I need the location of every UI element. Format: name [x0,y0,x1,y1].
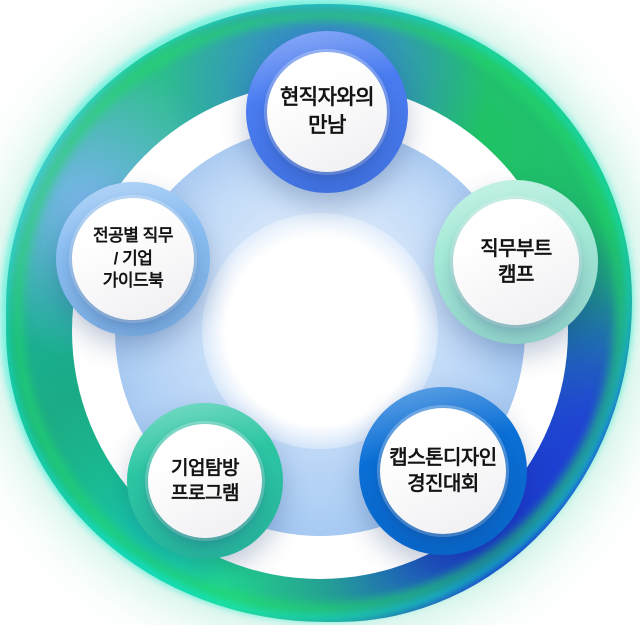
node-label-line: / 기업 [113,248,153,268]
node-major-job-company-guidebook: 전공별 직무 / 기업 가이드북 [56,182,210,336]
node-label-line: 경진대회 [407,473,479,495]
node-ring: 현직자와의 만남 [246,31,408,193]
node-ring: 직무부트 캠프 [434,180,598,344]
green-rim-ring [13,11,625,613]
node-ring: 캡스톤디자인 경진대회 [359,387,527,555]
node-face: 전공별 직무 / 기업 가이드북 [72,198,194,320]
node-face: 현직자와의 만남 [267,52,387,172]
node-label-line: 만남 [308,114,346,137]
node-label: 기업탐방 프로그램 [148,456,262,506]
node-company-tour-program: 기업탐방 프로그램 [127,403,283,559]
node-label-line: 전공별 직무 [93,226,173,246]
node-face: 기업탐방 프로그램 [148,424,262,538]
node-label: 현직자와의 만남 [267,84,387,139]
node-current-professionals-meeting: 현직자와의 만남 [246,31,408,193]
node-label-line: 가이드북 [102,271,164,291]
node-capstone-design-competition: 캡스톤디자인 경진대회 [359,387,527,555]
node-label-line: 직무부트 [480,237,552,260]
node-label: 전공별 직무 / 기업 가이드북 [72,225,194,292]
node-label-line: 프로그램 [171,483,239,504]
node-label-line: 캡스톤디자인 [389,446,497,469]
node-ring: 기업탐방 프로그램 [127,403,283,559]
node-label: 직무부트 캠프 [453,236,579,289]
node-label: 캡스톤디자인 경진대회 [380,445,506,498]
node-face: 직무부트 캠프 [453,199,579,325]
node-label-line: 캠프 [498,264,534,286]
node-face: 캡스톤디자인 경진대회 [380,408,506,534]
node-label-line: 기업탐방 [171,457,239,479]
cyan-rim-ring [2,0,632,620]
node-label-line: 현직자와의 [279,86,375,110]
node-job-bootcamp: 직무부트 캠프 [434,180,598,344]
node-ring: 전공별 직무 / 기업 가이드북 [56,182,210,336]
